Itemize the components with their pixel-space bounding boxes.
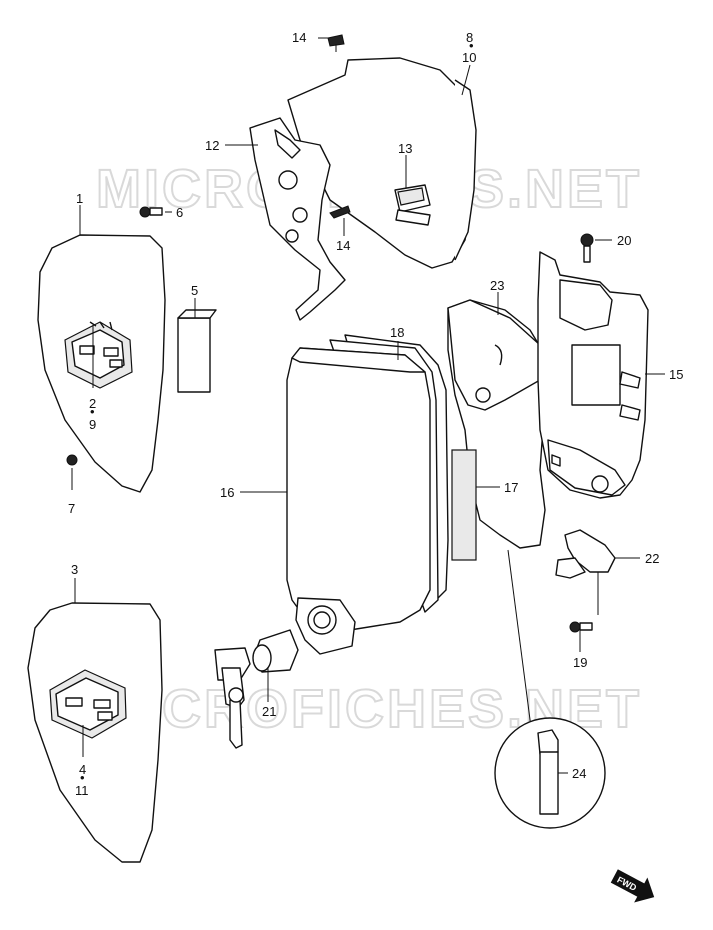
svg-text:•: • <box>80 770 85 785</box>
label-14-mid: 14 <box>336 238 350 253</box>
svg-text:•: • <box>469 38 474 53</box>
label-24: 24 <box>572 766 586 781</box>
label-5: 5 <box>191 283 198 298</box>
label-18: 18 <box>390 325 404 340</box>
label-15: 15 <box>669 367 683 382</box>
label-21: 21 <box>262 704 276 719</box>
screw-part-6 <box>139 206 163 218</box>
label-23: 23 <box>490 278 504 293</box>
tool-box-part <box>286 334 449 631</box>
label-2: 2 <box>89 396 96 411</box>
side-cover-upper-part <box>37 234 166 493</box>
label-1: 1 <box>76 191 83 206</box>
label-17: 17 <box>504 480 518 495</box>
label-11: 11 <box>75 783 89 798</box>
label-19: 19 <box>573 655 587 670</box>
seal-part-17 <box>451 449 477 561</box>
label-3: 3 <box>71 562 78 577</box>
screw-part-19 <box>569 621 593 633</box>
detail-circle-part-24 <box>494 549 606 829</box>
frame-cover-part <box>249 34 477 321</box>
label-6: 6 <box>176 205 183 220</box>
lid-part <box>447 299 549 561</box>
callout-labels: 1 2 • 9 7 5 6 3 4 • 11 14 8 • 10 12 13 1… <box>68 30 683 798</box>
label-4: 4 <box>79 762 86 777</box>
side-cover-lower-part <box>27 602 163 863</box>
screw-part-7 <box>66 454 78 466</box>
svg-text:•: • <box>90 404 95 419</box>
label-13: 13 <box>398 141 412 156</box>
label-16: 16 <box>220 485 234 500</box>
pad-part-5 <box>177 317 211 393</box>
leader-lines <box>71 37 665 774</box>
clip-part-22 <box>555 529 616 579</box>
label-14-top: 14 <box>292 30 306 45</box>
label-7: 7 <box>68 501 75 516</box>
label-9: 9 <box>89 417 96 432</box>
label-20: 20 <box>617 233 631 248</box>
fwd-arrow-icon: FWD <box>610 869 655 903</box>
label-8: 8 <box>466 30 473 45</box>
screw-part-20 <box>580 233 594 263</box>
label-12: 12 <box>205 138 219 153</box>
label-10: 10 <box>462 50 476 65</box>
bracket-part <box>537 251 649 499</box>
label-22: 22 <box>645 551 659 566</box>
lock-part <box>214 597 356 749</box>
